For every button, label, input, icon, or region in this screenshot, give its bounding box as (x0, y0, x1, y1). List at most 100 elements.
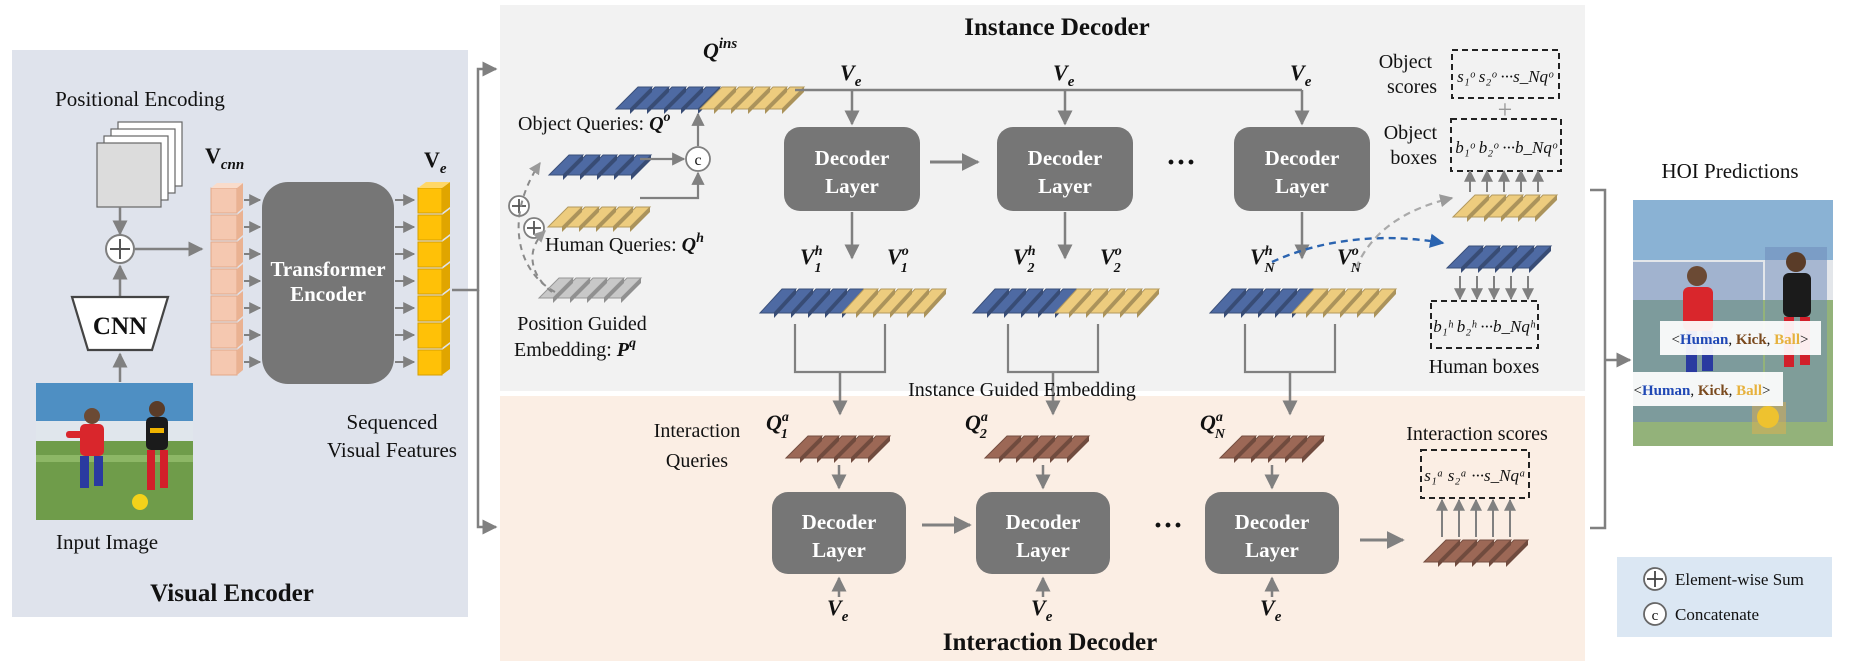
cnn-label: CNN (93, 313, 147, 340)
hoi-label-1: <Human, Kick, Ball> (1660, 321, 1821, 355)
sequenced-features-label: Sequenced (347, 410, 438, 434)
svg-text:c: c (694, 152, 701, 169)
sum-op-icon (105, 234, 135, 264)
svg-text:Layer: Layer (1038, 174, 1092, 198)
object-boxes-formula: b₁ᵒ b₂ᵒ ···b_Nqᵒ (1455, 138, 1558, 157)
object-scores-label-2: scores (1387, 76, 1437, 98)
svg-text:Layer: Layer (1245, 538, 1299, 562)
hoi-title: HOI Predictions (1661, 159, 1798, 183)
svg-text:Qa1: Qa1 (766, 410, 789, 442)
human-boxes-label: Human boxes (1429, 356, 1540, 378)
sum-op-icon (523, 217, 545, 239)
legend-concat-icon: c (1643, 602, 1667, 626)
svg-text:Decoder: Decoder (1006, 510, 1081, 534)
cnn-block (70, 295, 170, 352)
input-image (36, 383, 193, 520)
instance-decoder-title: Instance Decoder (964, 14, 1149, 41)
svg-text:Vh2: Vh2 (1013, 244, 1036, 276)
svg-text:Decoder: Decoder (802, 510, 877, 534)
svg-text:Decoder: Decoder (1235, 510, 1310, 534)
human-head-queries (1445, 245, 1553, 301)
object-queries-label: Object Queries: Qo (518, 110, 671, 135)
svg-text:Vo2: Vo2 (1100, 244, 1122, 276)
positional-encoding-stack (96, 121, 183, 208)
interaction-scores-label: Interaction scores (1406, 423, 1548, 445)
svg-text:VhN: VhN (1250, 244, 1275, 276)
human-queries (546, 206, 652, 232)
svg-text:Ve: Ve (1260, 595, 1282, 625)
positional-encoding-label: Positional Encoding (55, 87, 225, 111)
ve-encoder-label: Ve (424, 147, 447, 177)
interaction-queries-label: Interaction (654, 420, 741, 442)
plus-sign: + (1498, 95, 1513, 124)
interaction-head-queries (1422, 498, 1530, 567)
interaction-scores-box (1420, 449, 1530, 499)
svg-text:QaN: QaN (1200, 410, 1226, 442)
svg-text:Layer: Layer (825, 174, 879, 198)
interaction-ellipsis: ··· (1153, 509, 1183, 542)
transformer-encoder-label: Transformer (270, 257, 385, 281)
input-image-label: Input Image (56, 530, 158, 554)
sequenced-features-label-2: Visual Features (327, 438, 457, 462)
svg-text:Ve: Ve (827, 595, 849, 625)
encoder-feature-column (417, 182, 450, 376)
svg-text:<Human, Kick, Ball>: <Human, Kick, Ball> (1672, 332, 1809, 348)
q-ins-queries (614, 86, 806, 114)
position-guided-label-2: Embedding: Pq (514, 336, 636, 361)
instance-ellipsis: ··· (1166, 146, 1196, 179)
svg-text:Ve: Ve (840, 60, 862, 90)
interaction-scores-formula: s₁ᵃ s₂ᵃ ···s_Nqᵃ (1424, 466, 1526, 485)
cnn-feature-column (210, 183, 243, 376)
svg-text:Decoder: Decoder (1028, 146, 1103, 170)
legend-sum-icon (1643, 567, 1667, 591)
svg-text:Ve: Ve (1290, 60, 1312, 90)
concat-op-icon: c (685, 146, 711, 172)
transformer-encoder-block (262, 182, 394, 384)
object-queries (547, 154, 653, 180)
encoder-arrows (244, 194, 416, 368)
svg-text:Vo1: Vo1 (887, 244, 909, 276)
v-cnn-label: Vcnn (205, 143, 244, 173)
q-ins-label: Qins (703, 36, 737, 63)
svg-text:VoN: VoN (1337, 244, 1362, 276)
svg-text:Ve: Ve (1053, 60, 1075, 90)
svg-text:Decoder: Decoder (1265, 146, 1340, 170)
transformer-encoder-label-2: Encoder (290, 282, 366, 306)
interaction-queries-label-2: Queries (666, 450, 728, 472)
svg-text:Vh1: Vh1 (800, 244, 823, 276)
svg-text:Layer: Layer (1275, 174, 1329, 198)
position-guided-label: Position Guided (517, 313, 646, 335)
object-scores-label: Object (1379, 51, 1433, 73)
visual-encoder-title: Visual Encoder (150, 580, 314, 607)
svg-text:<Human, Kick, Ball>: <Human, Kick, Ball> (1634, 383, 1771, 399)
svg-text:Decoder: Decoder (815, 146, 890, 170)
svg-text:Ve: Ve (1031, 595, 1053, 625)
object-boxes-label-2: boxes (1390, 147, 1437, 169)
svg-text:Layer: Layer (1016, 538, 1070, 562)
interaction-decoder-title: Interaction Decoder (943, 629, 1158, 656)
instance-guided-label: Instance Guided Embedding (908, 379, 1136, 401)
object-scores-box (1451, 49, 1560, 99)
human-boxes-formula: b₁ʰ b₂ʰ ···b_Nqʰ (1433, 317, 1536, 336)
svg-text:c: c (1652, 608, 1659, 624)
svg-text:Qa2: Qa2 (965, 410, 988, 442)
legend-sum-label: Element-wise Sum (1675, 570, 1804, 589)
object-boxes-label: Object (1384, 122, 1438, 144)
legend-concat-label: Concatenate (1675, 605, 1759, 624)
object-head-queries (1451, 169, 1559, 222)
human-queries-label: Human Queries: Qh (545, 231, 704, 256)
interaction-decoder-layers: DecoderLayerVeDecoderLayerVeDecoderLayer… (772, 465, 1339, 625)
hoi-label-2: <Human, Kick, Ball> (1622, 372, 1783, 406)
object-boxes-box (1450, 118, 1562, 172)
instance-ve-labels: Ve Ve Ve (840, 60, 1312, 90)
